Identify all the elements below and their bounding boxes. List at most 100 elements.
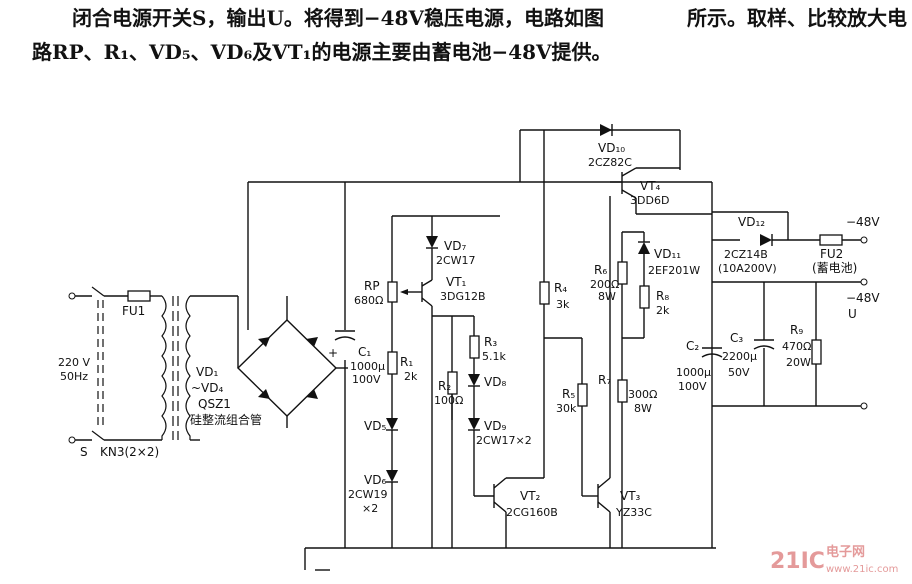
label-vt4-type: 3DD6D (630, 194, 669, 207)
label-fu1: FU1 (122, 304, 145, 318)
label-vt2: VT₂ (520, 489, 541, 503)
label-r9: R₉ (790, 323, 803, 337)
resistor-r2 (447, 316, 458, 548)
label-r8-value: 2k (656, 304, 670, 317)
paragraph-line-2: 路RP、R₁、VD₅、VD₆及VT₁的电源主要由蓄电池−48V提供。 (32, 40, 612, 64)
label-r6-power: 8W (598, 290, 616, 303)
resistor-r5 (577, 383, 588, 407)
bridge-rectifier (236, 296, 348, 428)
resistor-r7 (617, 379, 628, 403)
label-r9-power: 20W (786, 356, 811, 369)
r6-r7-network (617, 231, 650, 548)
label-vd1: VD₁ (196, 365, 218, 379)
label-r4-value: 3k (556, 298, 570, 311)
diode-vd12 (760, 234, 772, 246)
label-vd8: VD₈ (484, 375, 506, 389)
label-vt3-type: YZ33C (615, 506, 652, 519)
label-vd12: VD₁₂ (738, 215, 765, 229)
label-c1-volt: 100V (352, 373, 381, 386)
label-r7-value: 300Ω (628, 388, 657, 401)
rails (247, 129, 716, 571)
label-c2: C₂ (686, 339, 699, 353)
label-r7-power: 8W (634, 402, 652, 415)
label-vd9: VD₉ (484, 419, 506, 433)
led-vd11 (638, 242, 650, 254)
label-vd10: VD₁₀ (598, 141, 625, 155)
label-vd7: VD₇ (444, 239, 466, 253)
zener-vd5 (386, 418, 398, 430)
label-r8: R₈ (656, 289, 669, 303)
capacitor-c1: + (328, 330, 356, 360)
label-vd11-type: 2EF201W (648, 264, 700, 277)
transformer-primary (161, 295, 167, 440)
label-vd11: VD₁₁ (654, 247, 681, 261)
label-c1-cap: 1000μ (350, 360, 385, 373)
label-c3: C₃ (730, 331, 743, 345)
resistor-r1 (387, 351, 398, 375)
labels: S KN3(2×2) FU1 220 V 50Hz VD₁ ~VD₄ QSZ1 … (58, 141, 880, 519)
label-vd5: VD₅ (364, 419, 386, 433)
label-r6-value: 200Ω (590, 278, 619, 291)
label-ac-voltage: 220 V (58, 356, 90, 369)
resistor-r4 (539, 281, 550, 305)
label-out-48v-top: −48V (846, 215, 880, 229)
label-qsz-desc: 硅整流组合管 (190, 412, 262, 427)
label-r4: R₄ (554, 281, 567, 295)
input-section (68, 286, 239, 444)
fuse-fu2 (819, 234, 843, 246)
output-section (701, 211, 868, 410)
label-vt2-type: 2CG160B (506, 506, 558, 519)
potentiometer-rp (387, 281, 398, 303)
label-vt3: VT₃ (620, 489, 641, 503)
label-r1-value: 2k (404, 370, 418, 383)
resistor-r8 (639, 285, 650, 309)
label-c3-volt: 50V (728, 366, 750, 379)
paragraph-right: 所示。取样、比较放大电 (687, 6, 907, 30)
vt1-stage (408, 216, 494, 548)
label-ac-freq: 50Hz (60, 370, 88, 383)
label-vd89-type: 2CW17×2 (476, 434, 532, 447)
label-r2-value: 100Ω (434, 394, 463, 407)
label-vd56-count: ×2 (362, 502, 378, 515)
label-vd4: ~VD₄ (191, 381, 224, 395)
zener-vd7 (426, 236, 438, 248)
label-r3: R₃ (484, 335, 497, 349)
label-vd7-type: 2CW17 (436, 254, 476, 267)
vt3-stage (544, 196, 611, 548)
watermark: 21IC 电子网 www.21ic.com (770, 544, 898, 575)
label-vd56-type: 2CW19 (348, 488, 388, 501)
zener-vd8 (468, 374, 480, 386)
transformer-secondary (185, 295, 191, 440)
label-vt1-type: 3DG12B (440, 290, 486, 303)
label-r5: R₅ (562, 387, 575, 401)
resistor-r9 (811, 339, 822, 365)
vt4-stage (600, 124, 713, 548)
zener-vd9 (468, 418, 480, 430)
diode-vd10 (600, 124, 612, 136)
label-c3-cap: 2200μ (722, 350, 757, 363)
label-r7: R₇ (598, 373, 611, 387)
label-r5-value: 30k (556, 402, 577, 415)
label-fu2: FU2 (820, 247, 843, 261)
label-r3-value: 5.1k (482, 350, 506, 363)
label-qsz: QSZ1 (198, 397, 231, 411)
resistor-r3 (469, 335, 480, 359)
label-vd6: VD₆ (364, 473, 386, 487)
label-r2: R₂ (438, 379, 451, 393)
label-r1: R₁ (400, 355, 413, 369)
watermark-brand: 21IC (770, 549, 825, 574)
label-s: S (80, 445, 88, 459)
svg-text:+: + (328, 346, 338, 360)
watermark-url: www.21ic.com (826, 564, 898, 575)
label-c2-cap: 1000μ (676, 366, 711, 379)
paragraph-line-1: 闭合电源开关S，输出U。将得到−48V稳压电源，电路如图 (72, 6, 604, 30)
rp-chain (386, 281, 408, 548)
vt2-transistor (493, 130, 550, 548)
label-out-48v: −48V (846, 291, 880, 305)
watermark-cn: 电子网 (826, 544, 865, 560)
label-vd12-rating: (10A200V) (718, 262, 777, 275)
label-rp-value: 680Ω (354, 294, 383, 307)
label-c2-volt: 100V (678, 380, 707, 393)
label-r9-value: 470Ω (782, 340, 811, 353)
